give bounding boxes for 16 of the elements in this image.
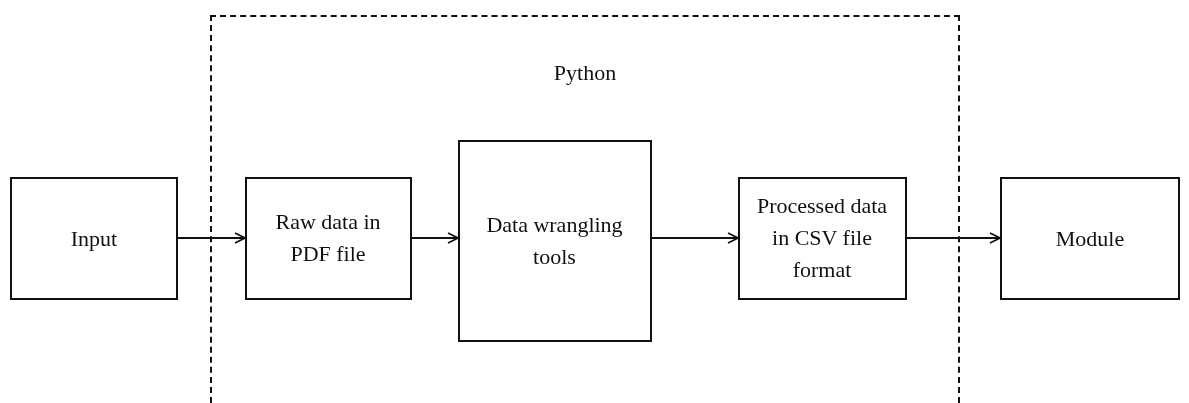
box-label: Module bbox=[1054, 224, 1126, 253]
process-box bbox=[244, 176, 412, 300]
box-label: Data wrangling tools bbox=[485, 210, 624, 271]
box-label: Input bbox=[69, 224, 119, 253]
arrow bbox=[411, 232, 459, 244]
process-box bbox=[457, 139, 652, 342]
group-title: Python bbox=[552, 59, 618, 87]
box-label: Processed data in CSV file format bbox=[755, 192, 889, 284]
arrow bbox=[177, 232, 246, 244]
dashed-group-frame bbox=[210, 15, 960, 403]
box-label: Raw data in PDF file bbox=[274, 208, 382, 268]
arrow bbox=[651, 232, 739, 244]
process-box bbox=[737, 176, 907, 300]
process-box bbox=[10, 177, 178, 300]
arrow bbox=[906, 232, 1001, 244]
process-box bbox=[1000, 177, 1180, 300]
